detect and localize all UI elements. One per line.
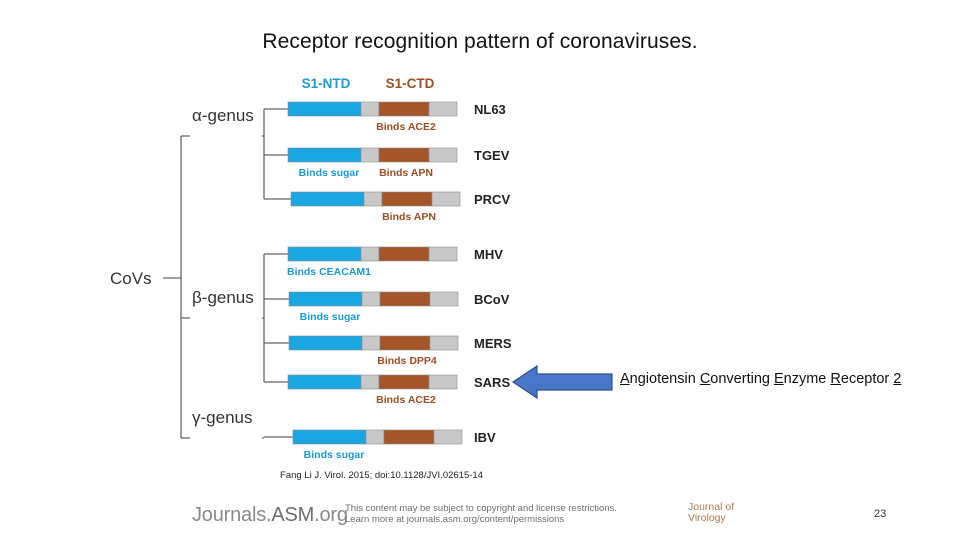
genus-label: β-genus (192, 288, 254, 307)
virus-name: MERS (474, 336, 512, 351)
left-arrow-icon (511, 364, 613, 400)
logo-part: ASM (271, 504, 315, 526)
ctd-segment (379, 291, 431, 307)
ntd-segment (288, 291, 363, 307)
tail-segment (433, 429, 463, 445)
ctd-binding-label: Binds APN (379, 167, 433, 179)
ctd-segment (379, 335, 431, 351)
ntd-binding-label: Binds sugar (300, 311, 361, 323)
ntd-binding-label: Binds sugar (299, 167, 360, 179)
ctd-binding-label: Binds ACE2 (376, 394, 436, 406)
ntd-segment (288, 335, 363, 351)
virus-name: NL63 (474, 102, 506, 117)
ace2-callout: Angiotensin Converting Enzyme Receptor 2 (620, 371, 901, 387)
spacer-segment (360, 147, 380, 163)
virus-name: SARS (474, 375, 510, 390)
ctd-segment (378, 101, 430, 117)
permissions-link[interactable]: Learn more at journals.asm.org/content/p… (345, 514, 565, 525)
root-label: CoVs (110, 269, 152, 288)
asm-journals-logo[interactable]: Journals.ASM.org (192, 504, 348, 527)
ctd-header: S1-CTD (386, 76, 435, 91)
ctd-segment (381, 191, 433, 207)
citation: Fang Li J. Virol. 2015; doi:10.1128/JVI.… (280, 470, 483, 481)
ntd-binding-label: Binds sugar (304, 449, 365, 461)
ntd-header: S1-NTD (302, 76, 351, 91)
journal-of-virology-logo: Journal of Virology (688, 501, 735, 524)
ntd-segment (290, 191, 365, 207)
tail-segment (428, 101, 458, 117)
ntd-segment (287, 374, 362, 390)
callout-word: Enzyme (773, 371, 827, 387)
virus-name: PRCV (474, 192, 510, 207)
logo-part: .org (314, 504, 348, 526)
virus-name: MHV (474, 247, 503, 262)
genus-label: γ-genus (192, 408, 252, 427)
slide-title: Receptor recognition pattern of coronavi… (262, 30, 698, 53)
page-number: 23 (874, 508, 887, 520)
tail-segment (428, 147, 458, 163)
ctd-binding-label: Binds ACE2 (376, 121, 436, 133)
virus-name: TGEV (474, 148, 510, 163)
spacer-segment (360, 374, 380, 390)
tail-segment (429, 291, 459, 307)
ctd-segment (378, 246, 430, 262)
spacer-segment (361, 335, 381, 351)
ntd-segment (287, 147, 362, 163)
spacer-segment (360, 101, 380, 117)
virus-name: IBV (474, 430, 496, 445)
ctd-segment (378, 147, 430, 163)
callout-word: Converting (699, 371, 770, 387)
spacer-segment (360, 246, 380, 262)
virus-name: BCoV (474, 292, 510, 307)
notice-line: This content may be subject to copyright… (345, 503, 617, 514)
tail-segment (429, 335, 459, 351)
spacer-segment (365, 429, 385, 445)
callout-word: Receptor (830, 371, 890, 387)
ctd-segment (378, 374, 430, 390)
spacer-segment (361, 291, 381, 307)
ctd-segment (383, 429, 435, 445)
callout-word: 2 (893, 371, 902, 387)
genus-label: α-genus (192, 106, 254, 125)
ntd-segment (287, 246, 362, 262)
ntd-binding-label: Binds CEACAM1 (287, 266, 371, 278)
tail-segment (428, 246, 458, 262)
ntd-segment (292, 429, 367, 445)
callout-word: Angiotensin (620, 371, 696, 387)
tail-segment (428, 374, 458, 390)
logo-part: Journals. (192, 504, 272, 526)
copyright-notice: This content may be subject to copyright… (345, 503, 617, 525)
tail-segment (431, 191, 461, 207)
ctd-binding-label: Binds APN (382, 211, 436, 223)
spacer-segment (363, 191, 383, 207)
ntd-segment (287, 101, 362, 117)
ctd-binding-label: Binds DPP4 (377, 355, 437, 367)
